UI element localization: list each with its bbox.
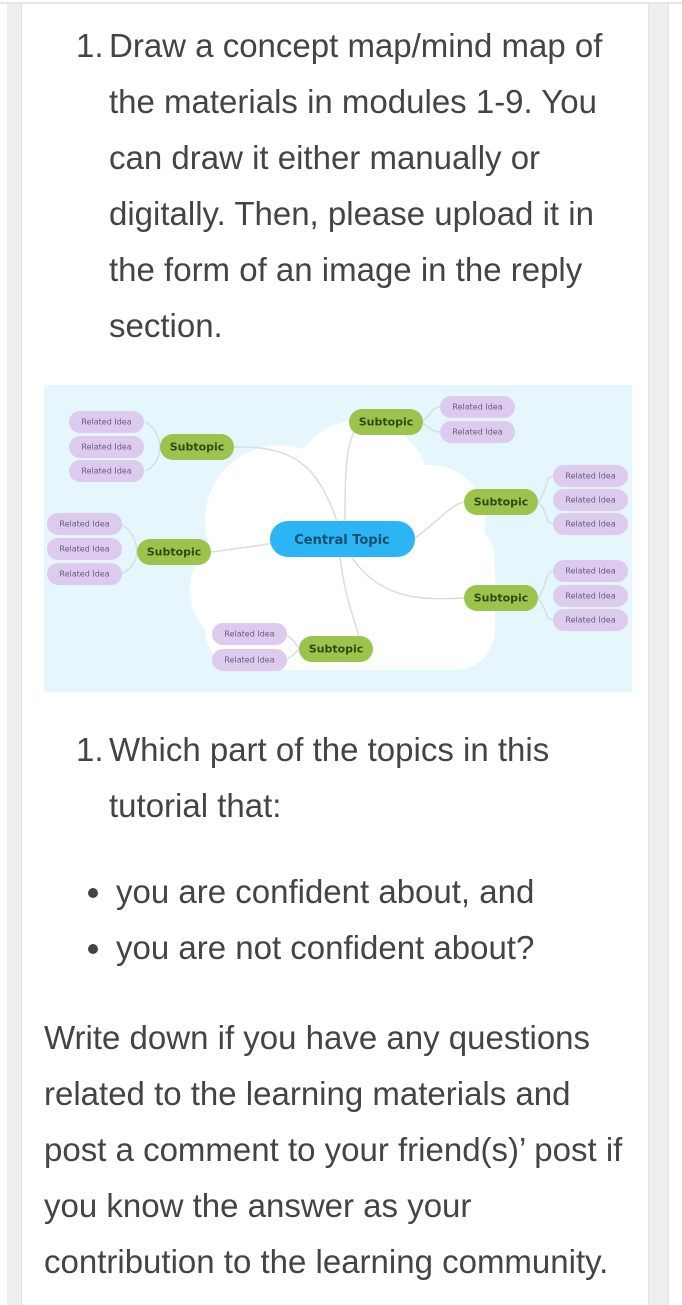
subtopic-node: Subtopic bbox=[299, 636, 373, 662]
related-idea-node: Related Idea bbox=[553, 609, 628, 631]
central-topic-node: Central Topic bbox=[270, 521, 415, 557]
related-idea-node-label: Related Idea bbox=[81, 443, 131, 452]
cloud-shape bbox=[190, 420, 495, 670]
left-margin bbox=[7, 4, 22, 1305]
related-idea-node: Related Idea bbox=[212, 623, 287, 645]
bullet-text: you are not confident about? bbox=[116, 929, 535, 966]
related-idea-node: Related Idea bbox=[47, 513, 122, 535]
subtopic-node-label: Subtopic bbox=[474, 496, 529, 509]
bullet-list: you are confident about, and you are not… bbox=[84, 864, 644, 976]
related-idea-node: Related Idea bbox=[553, 465, 628, 487]
subtopic-node-label: Subtopic bbox=[147, 546, 202, 559]
list-text: Which part of the topics in this tutoria… bbox=[109, 731, 550, 824]
subtopic-node-label: Subtopic bbox=[359, 416, 414, 429]
related-idea-node: Related Idea bbox=[440, 421, 515, 443]
subtopic-node-label: Subtopic bbox=[474, 592, 529, 605]
related-idea-node-label: Related Idea bbox=[565, 520, 615, 529]
instruction-paragraph: Write down if you have any questions rel… bbox=[44, 1019, 623, 1280]
right-scrollbar-track[interactable] bbox=[648, 4, 669, 1305]
related-idea-node: Related Idea bbox=[47, 538, 122, 560]
top-border bbox=[0, 2, 682, 4]
related-idea-node: Related Idea bbox=[47, 563, 122, 585]
related-idea-node-label: Related Idea bbox=[81, 418, 131, 427]
related-idea-node-label: Related Idea bbox=[565, 592, 615, 601]
related-idea-node: Related Idea bbox=[553, 489, 628, 511]
list-number: 1. bbox=[76, 731, 104, 768]
related-idea-node: Related Idea bbox=[553, 585, 628, 607]
related-idea-node-label: Related Idea bbox=[565, 616, 615, 625]
subtopic-node: Subtopic bbox=[464, 489, 538, 515]
related-idea-node-label: Related Idea bbox=[565, 567, 615, 576]
list-item-draw-map: 1. Draw a concept map/mind map of the ma… bbox=[76, 18, 636, 354]
list-text: Draw a concept map/mind map of the mater… bbox=[109, 27, 603, 344]
related-idea-node-label: Related Idea bbox=[565, 472, 615, 481]
bullet-item: you are confident about, and bbox=[84, 864, 644, 920]
subtopic-node: Subtopic bbox=[349, 409, 423, 435]
related-idea-node-label: Related Idea bbox=[224, 630, 274, 639]
subtopic-node: Subtopic bbox=[464, 585, 538, 611]
subtopic-node-label: Subtopic bbox=[309, 643, 364, 656]
related-idea-node: Related Idea bbox=[69, 460, 144, 482]
subtopic-node: Subtopic bbox=[137, 539, 211, 565]
bullet-text: you are confident about, and bbox=[116, 873, 535, 910]
list-number: 1. bbox=[76, 27, 104, 64]
bullet-item: you are not confident about? bbox=[84, 920, 644, 976]
related-idea-node: Related Idea bbox=[553, 560, 628, 582]
related-idea-node: Related Idea bbox=[69, 436, 144, 458]
bullet-icon bbox=[88, 888, 98, 898]
related-idea-node: Related Idea bbox=[212, 649, 287, 671]
related-idea-node-label: Related Idea bbox=[565, 496, 615, 505]
related-idea-node-label: Related Idea bbox=[452, 403, 502, 412]
central-topic-label: Central Topic bbox=[294, 533, 390, 548]
related-idea-node-label: Related Idea bbox=[81, 467, 131, 476]
related-idea-node-label: Related Idea bbox=[452, 428, 502, 437]
bullet-icon bbox=[88, 944, 98, 954]
related-idea-node-label: Related Idea bbox=[224, 656, 274, 665]
related-idea-node-label: Related Idea bbox=[59, 520, 109, 529]
related-idea-node-label: Related Idea bbox=[59, 545, 109, 554]
related-idea-node: Related Idea bbox=[553, 513, 628, 535]
list-item-which-part: 1. Which part of the topics in this tuto… bbox=[76, 722, 636, 834]
related-idea-node-label: Related Idea bbox=[59, 570, 109, 579]
related-idea-node: Related Idea bbox=[69, 411, 144, 433]
subtopic-node-label: Subtopic bbox=[170, 441, 225, 454]
subtopic-node: Subtopic bbox=[160, 434, 234, 460]
related-idea-node: Related Idea bbox=[440, 396, 515, 418]
